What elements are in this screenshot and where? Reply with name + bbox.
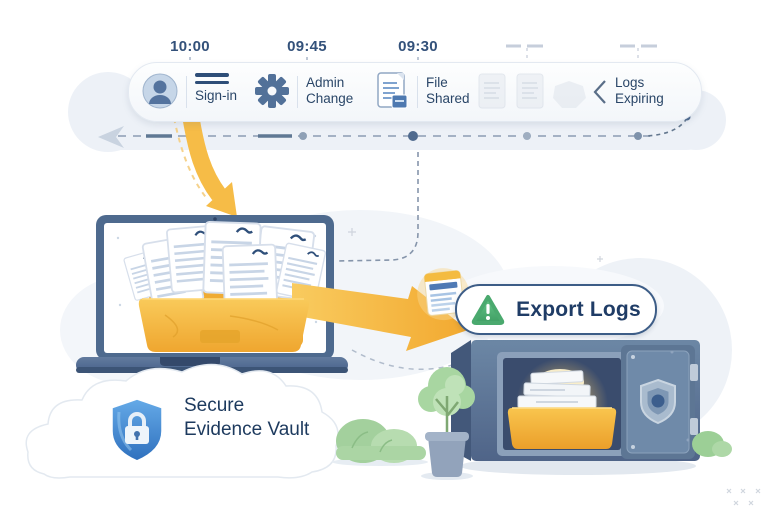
safe-folder: [507, 408, 617, 449]
document-share-icon: [377, 72, 408, 109]
event-admin-change: Admin Change: [306, 75, 354, 106]
event-signin: Sign-in: [195, 73, 251, 103]
arrow-left-icon: [98, 126, 124, 148]
vault-cloud: [25, 363, 339, 479]
event-file-shared: File Shared: [426, 75, 470, 106]
connector-0930-laptop: [335, 152, 419, 262]
vault-label: Secure Evidence Vault: [184, 394, 309, 442]
safe-documents: [517, 370, 597, 409]
small-bush: [692, 431, 732, 457]
event-label: Sign-in: [195, 88, 238, 103]
decor-marks: [348, 228, 761, 506]
evidence-safe: [451, 340, 700, 475]
menu-lines-icon: [195, 73, 251, 84]
divider: [297, 76, 298, 108]
vault-label-line1: Secure: [184, 395, 245, 416]
webcam-dot: [213, 217, 217, 221]
shield-icon: [640, 378, 676, 425]
user-circle-icon: [142, 73, 178, 109]
potted-plant: [418, 367, 475, 480]
bush: [332, 419, 428, 466]
timestamp-1000: 10:00: [170, 38, 210, 55]
folder-front: [138, 298, 310, 352]
timeline-event-bar: Sign-in Admin Change File Shared Logs Ex…: [128, 62, 702, 122]
event-logs-expiring: Logs Expiring: [615, 75, 664, 106]
alert-triangle-icon: [471, 295, 505, 325]
shield-lock-icon: [101, 392, 173, 464]
vault-label-line2: Evidence Vault: [184, 419, 310, 440]
signin-flow-arrow: [173, 110, 237, 217]
gear-icon: [255, 74, 289, 108]
export-logs-label: Export Logs: [516, 297, 641, 321]
divider: [186, 76, 187, 108]
chevron-left-icon: [593, 80, 606, 104]
export-logs-button[interactable]: Export Logs: [455, 284, 657, 335]
timestamp-0945: 09:45: [287, 38, 327, 55]
export-flow-arrow: [292, 283, 468, 351]
faded-documents-icon: [478, 73, 586, 109]
divider: [417, 76, 418, 108]
timestamp-0930: 09:30: [398, 38, 438, 55]
